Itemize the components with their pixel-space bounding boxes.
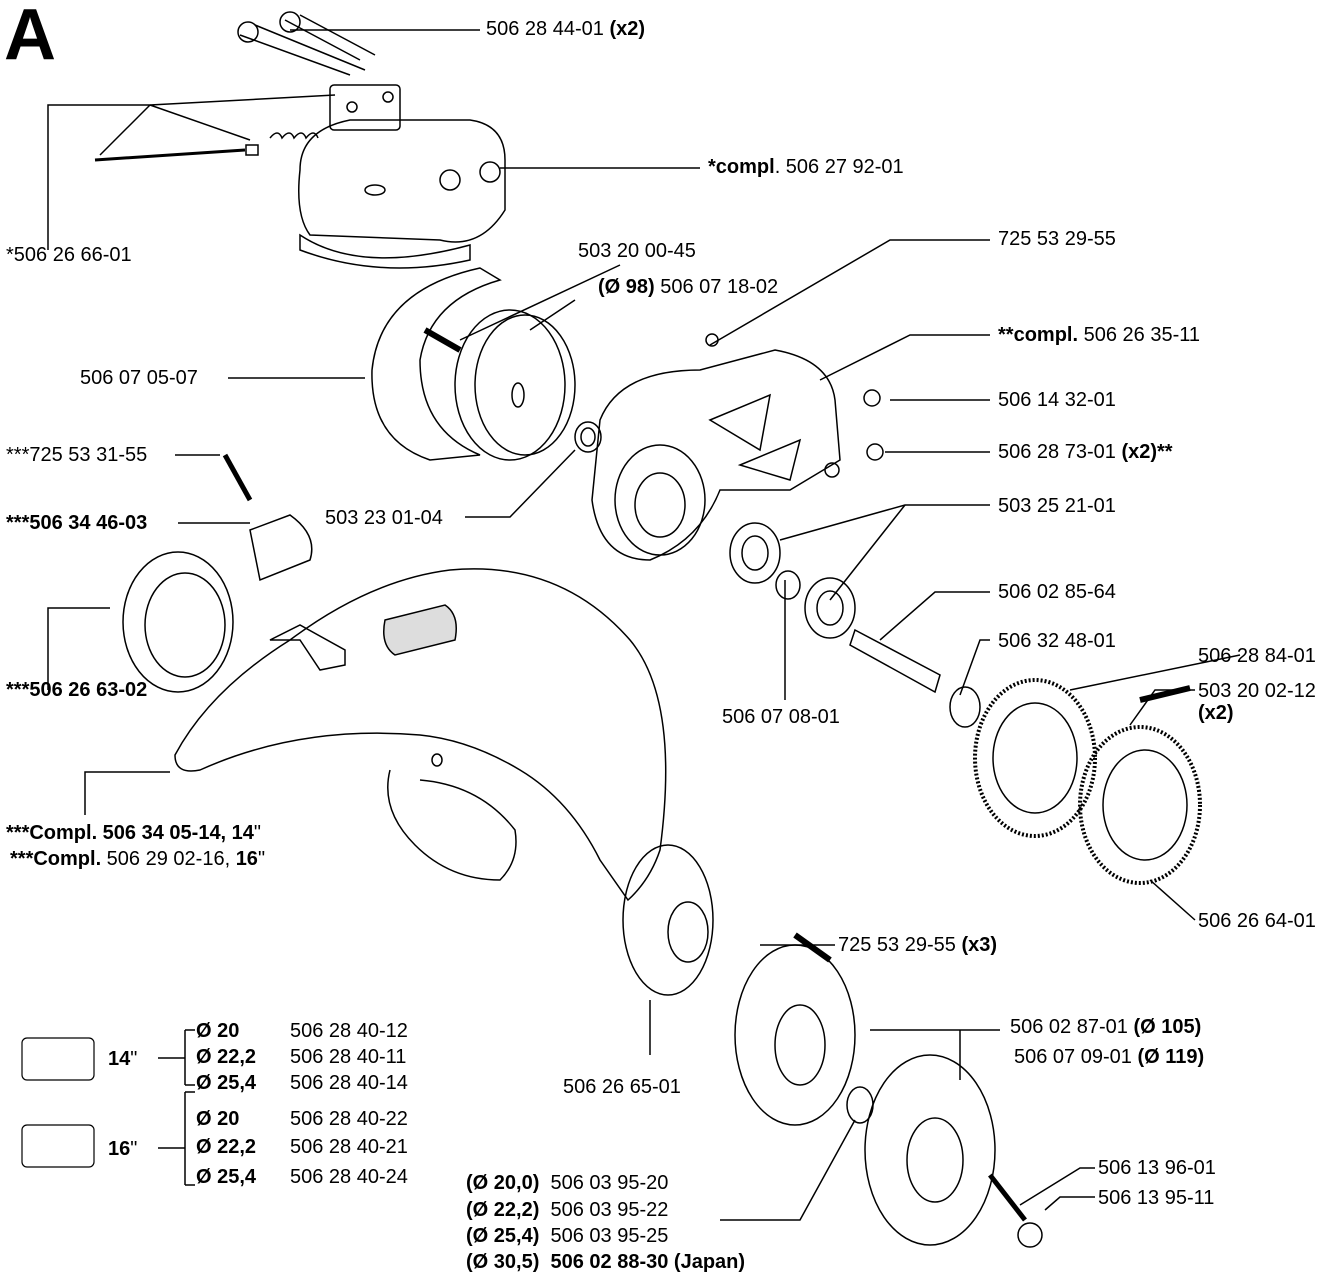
part-label: ***Compl. 506 34 05-14, 14" <box>6 822 262 844</box>
part-label: 506 07 08-01 <box>722 706 840 728</box>
bushing-row: 506 28 40-14 <box>290 1072 408 1094</box>
bushing-size-14: 14" <box>108 1048 138 1070</box>
part-label: 506 13 96-01 <box>1098 1157 1216 1179</box>
part-label: 503 23 01-04 <box>325 507 443 529</box>
part-label: 725 53 29-55 <box>998 228 1116 250</box>
spindle-row: (Ø 20,0) 506 03 95-20 <box>466 1172 669 1194</box>
part-label: 506 26 64-01 <box>1198 910 1316 932</box>
part-label: 506 02 87-01 (Ø 105) <box>1010 1016 1202 1038</box>
bushing-row: 506 28 40-21 <box>290 1136 408 1158</box>
part-label: 506 07 09-01 (Ø 119) <box>1014 1046 1205 1068</box>
part-label: 506 14 32-01 <box>998 389 1116 411</box>
part-label: 506 28 44-01 (x2) <box>486 18 646 40</box>
bushing-box-14 <box>21 1037 95 1081</box>
part-label: *506 26 66-01 <box>6 244 132 266</box>
part-label: 506 28 73-01 (x2)** <box>998 441 1173 463</box>
part-label: 506 32 48-01 <box>998 630 1116 652</box>
part-label: (x2) <box>1198 702 1234 724</box>
bushing-row: Ø 25,4 <box>196 1072 257 1094</box>
bushing-size-16: 16" <box>108 1138 138 1160</box>
part-label: 725 53 29-55 (x3) <box>838 934 998 956</box>
bushing-row: Ø 22,2 <box>196 1136 257 1158</box>
part-label: ***506 26 63-02 <box>6 679 148 701</box>
bushing-row: Ø 20 <box>196 1108 240 1130</box>
section-title: A <box>4 0 56 75</box>
part-label: 503 25 21-01 <box>998 495 1116 517</box>
spindle-row: (Ø 22,2) 506 03 95-22 <box>466 1199 669 1221</box>
bushing-box-16 <box>21 1124 95 1168</box>
part-label: 503 20 02-12 <box>1198 680 1316 702</box>
bushing-row: 506 28 40-22 <box>290 1108 408 1130</box>
part-label: (Ø 98) 506 07 18-02 <box>598 276 779 298</box>
bushing-row: Ø 25,4 <box>196 1166 257 1188</box>
part-label: **compl. 506 26 35-11 <box>998 324 1200 346</box>
bushing-row: Ø 20 <box>196 1020 240 1042</box>
part-label: 506 28 84-01 <box>1198 645 1316 667</box>
spindle-row: (Ø 30,5) 506 02 88-30 (Japan) <box>466 1251 746 1273</box>
bushing-row: 506 28 40-11 <box>290 1046 407 1068</box>
part-label: ***506 34 46-03 <box>6 512 148 534</box>
part-label: 503 20 00-45 <box>578 240 696 262</box>
part-label: 506 02 85-64 <box>998 581 1116 603</box>
bushing-row: Ø 22,2 <box>196 1046 257 1068</box>
part-label: *compl. 506 27 92-01 <box>708 156 904 178</box>
bushing-row: 506 28 40-24 <box>290 1166 408 1188</box>
part-label: ***725 53 31-55 <box>6 444 148 466</box>
bushing-row: 506 28 40-12 <box>290 1020 408 1042</box>
part-label: ***Compl. 506 29 02-16, 16" <box>10 848 266 870</box>
part-label: 506 26 65-01 <box>563 1076 681 1098</box>
spindle-row: (Ø 25,4) 506 03 95-25 <box>466 1225 669 1247</box>
part-label: 506 13 95-11 <box>1098 1187 1215 1209</box>
part-label: 506 07 05-07 <box>80 367 198 389</box>
